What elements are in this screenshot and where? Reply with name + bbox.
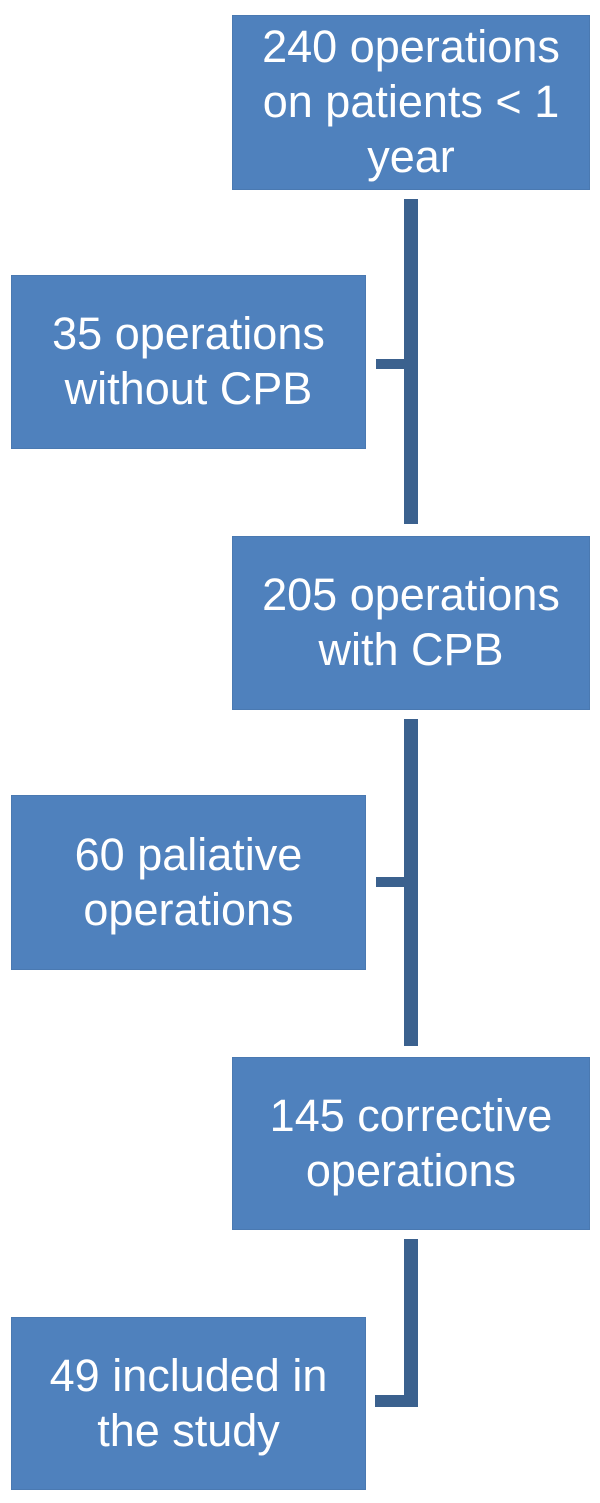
connector-elbow-included <box>375 1395 418 1407</box>
flow-node-included-in-study: 49 included in the study <box>11 1317 366 1490</box>
flow-node-corrective-operations: 145 corrective operations <box>232 1057 590 1230</box>
flow-node-total-operations: 240 operations on patients < 1 year <box>232 15 590 190</box>
flow-node-paliative-operations: 60 paliative operations <box>11 795 366 970</box>
connector-branch-without-cpb <box>376 359 418 369</box>
flow-node-with-cpb: 205 operations with CPB <box>232 536 590 710</box>
connector-branch-paliative <box>376 877 418 887</box>
connector-vertical-segment-3 <box>404 1239 418 1407</box>
flow-node-without-cpb: 35 operations without CPB <box>11 275 366 449</box>
